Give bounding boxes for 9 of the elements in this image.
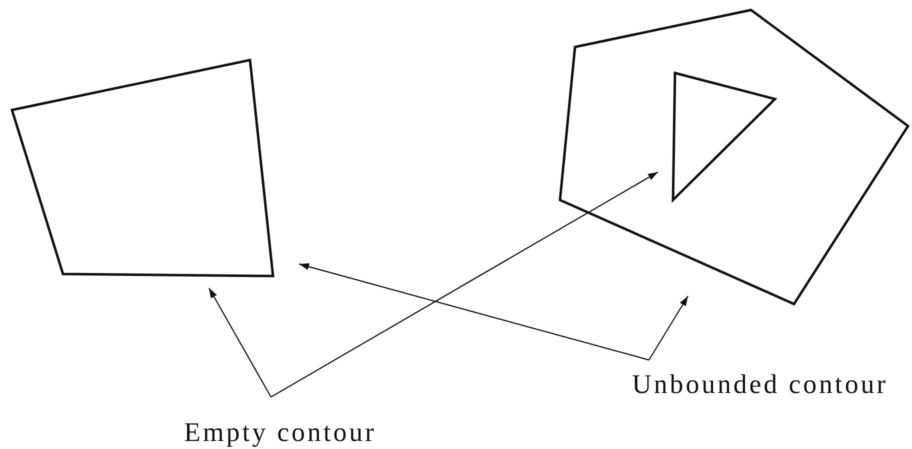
leader-line <box>298 263 650 361</box>
callout-label: Empty contour <box>184 397 376 447</box>
leader-line <box>648 296 689 360</box>
callout-label: Unbounded contour <box>632 360 888 399</box>
triangle-contour <box>673 73 775 200</box>
polygon-contour <box>12 60 273 276</box>
polygon-contour <box>560 10 908 304</box>
leader-line <box>208 288 272 398</box>
leader-line <box>270 171 658 398</box>
